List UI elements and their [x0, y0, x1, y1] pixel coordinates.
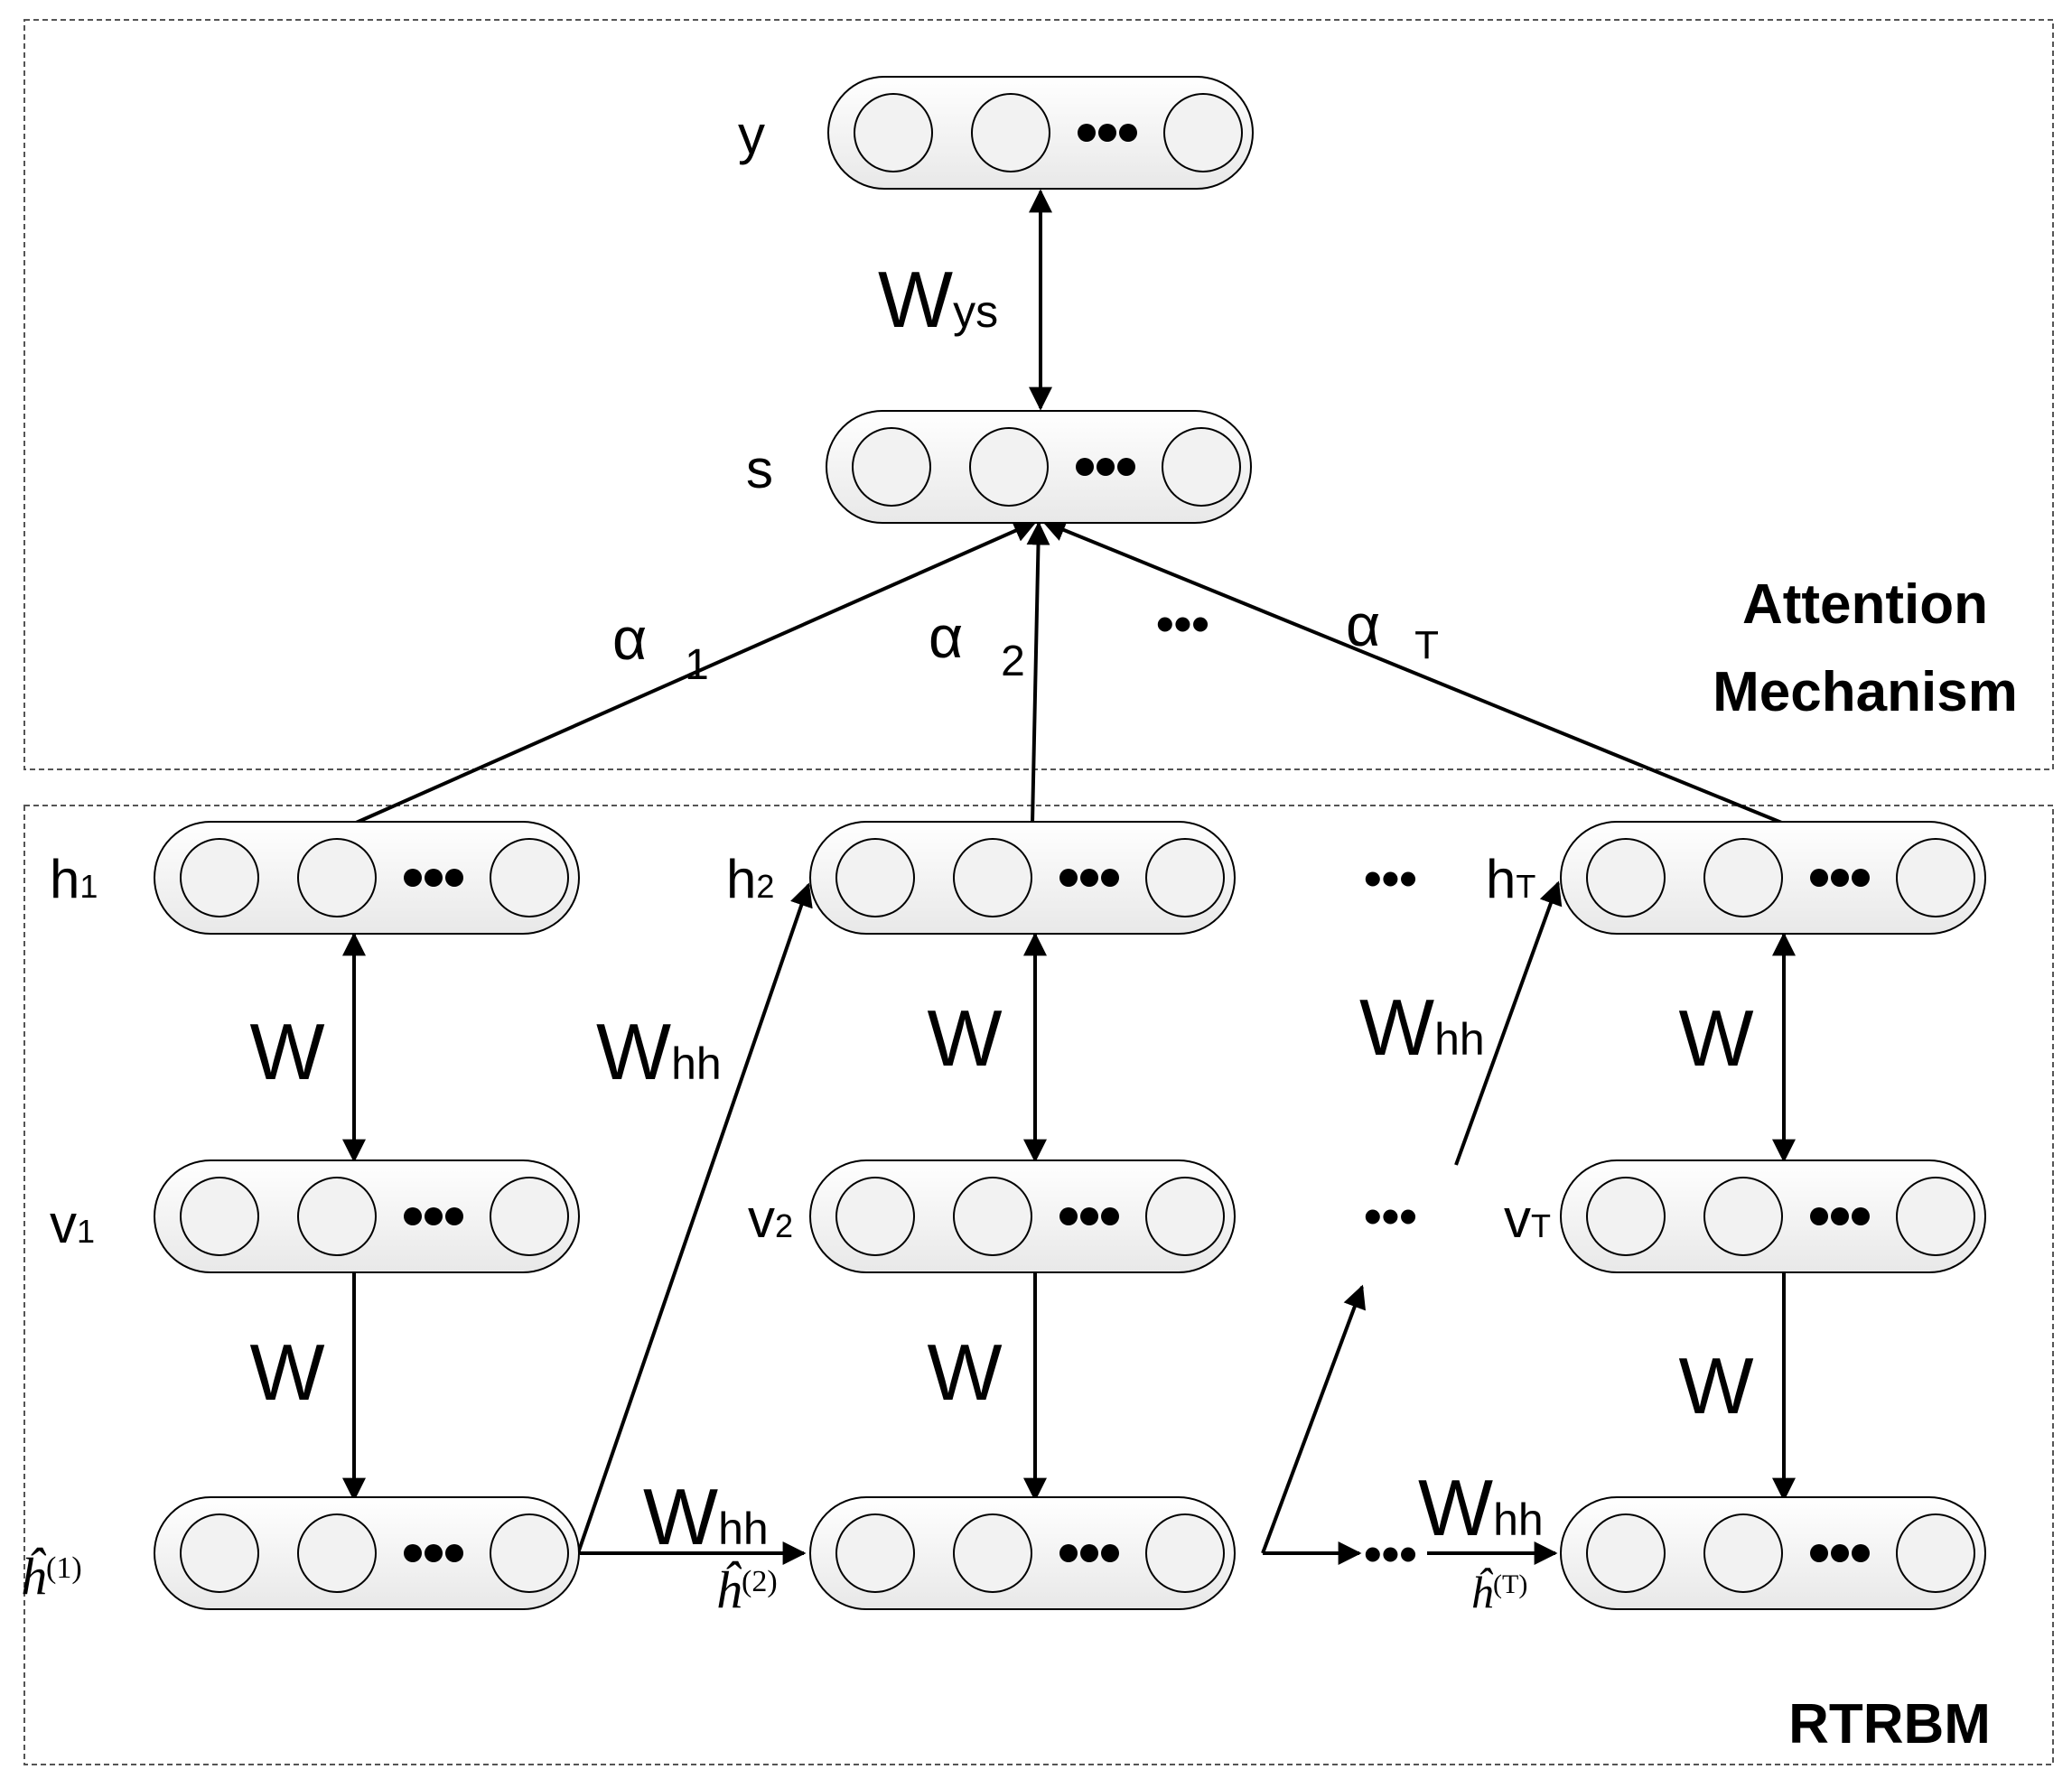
- layer-hhat-T: [1560, 1496, 1986, 1610]
- ellipsis-attention: •••: [1156, 595, 1209, 652]
- attention-title-line2: Mechanism: [1713, 661, 2018, 723]
- rtrbm-title: RTRBM: [1788, 1693, 1991, 1755]
- label-w-v2-hh2: W: [927, 1327, 1002, 1417]
- label-whh-right-2: Whh: [1418, 1463, 1544, 1552]
- ellipsis-h: •••: [1364, 850, 1417, 907]
- label-whh-right-1: Whh: [643, 1472, 769, 1561]
- layer-v1: [154, 1159, 580, 1273]
- label-h1: h1: [50, 849, 98, 909]
- layer-h2: [809, 821, 1236, 935]
- arrow-alpha-1: [353, 519, 1038, 825]
- arrow-hh2-dots: [1261, 1284, 1367, 1554]
- label-w-h2-v2: W: [927, 993, 1002, 1083]
- arrow-alpha-2: [1026, 521, 1050, 824]
- label-w-vT-hhT: W: [1678, 1341, 1753, 1430]
- layer-h1: [154, 821, 580, 935]
- rtrbm-region: [23, 805, 2054, 1765]
- arrow-dots-hT: [1454, 880, 1563, 1166]
- ellipsis-v: •••: [1364, 1187, 1417, 1244]
- label-w-hT-vT: W: [1678, 993, 1753, 1083]
- layer-hhat-1: [154, 1496, 580, 1610]
- label-whh-up-1: Whh: [596, 1007, 722, 1096]
- arrow-hh1-h2: [576, 882, 813, 1554]
- layer-v2: [809, 1159, 1236, 1273]
- layer-hT: [1560, 821, 1986, 935]
- attention-title-line1: Attention: [1742, 573, 1988, 636]
- label-s: s: [746, 439, 773, 499]
- layer-vT: [1560, 1159, 1986, 1273]
- label-w-v1-hh1: W: [249, 1327, 324, 1417]
- label-hT: hT: [1486, 849, 1535, 909]
- label-v2: v2: [748, 1188, 793, 1249]
- label-h2: h2: [726, 849, 774, 909]
- label-vT: vT: [1504, 1188, 1551, 1249]
- layer-hhat-2: [809, 1496, 1236, 1610]
- label-v1: v1: [50, 1194, 95, 1254]
- label-hhat-1: ĥ(1): [20, 1547, 82, 1606]
- label-whh-up-2: Whh: [1359, 982, 1485, 1072]
- ellipsis-hhat: •••: [1364, 1525, 1417, 1582]
- layer-y: [827, 76, 1254, 190]
- label-y: y: [738, 105, 765, 165]
- label-hhat-2: ĥ(2): [715, 1560, 778, 1619]
- layer-s: [826, 410, 1252, 524]
- label-w-ys: Wys: [878, 255, 998, 344]
- arrow-alpha-T: [1041, 518, 1785, 825]
- attention-region: [23, 19, 2054, 770]
- label-hhat-T: ĥ(T): [1470, 1567, 1527, 1617]
- label-w-h1-v1: W: [249, 1007, 324, 1096]
